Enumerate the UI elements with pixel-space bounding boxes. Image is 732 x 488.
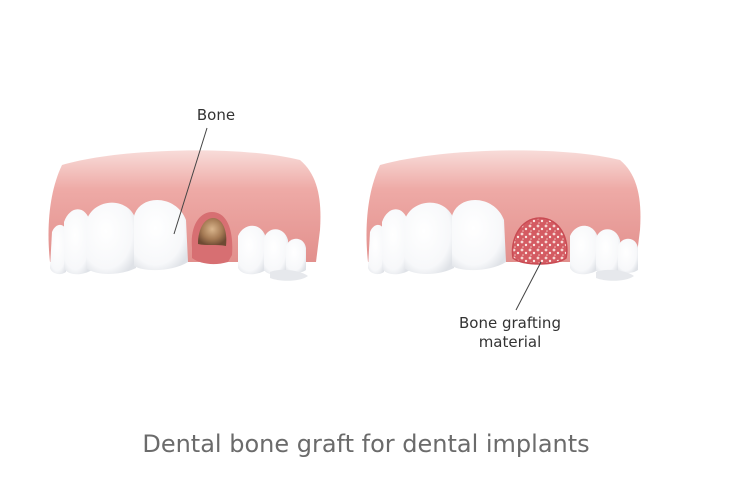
- tooth: [452, 199, 506, 271]
- lower-tooth-edge: [270, 269, 308, 281]
- bone-socket-icon: [198, 218, 227, 246]
- tooth: [404, 202, 454, 274]
- graft-label-line2: material: [478, 333, 542, 351]
- tooth: [264, 229, 288, 275]
- tooth: [570, 225, 598, 275]
- graft-leader-line: [515, 261, 542, 311]
- graft-label-line1: Bone grafting: [459, 314, 561, 332]
- figure-caption: Dental bone graft for dental implants: [142, 430, 590, 458]
- bone-label: Bone: [196, 106, 236, 124]
- bone-leader-line: [173, 127, 208, 235]
- left-jaw: [48, 150, 321, 281]
- tooth: [64, 209, 92, 275]
- right-jaw: [366, 150, 641, 281]
- tooth: [286, 238, 306, 273]
- tooth: [382, 209, 410, 275]
- tooth: [238, 225, 266, 275]
- tooth: [368, 224, 386, 275]
- tooth: [134, 199, 188, 271]
- tooth: [50, 224, 68, 275]
- bone-graft-icon: [511, 217, 568, 265]
- tooth: [596, 229, 620, 275]
- lower-tooth-edge: [596, 269, 634, 281]
- tooth: [618, 238, 638, 273]
- tooth: [86, 202, 136, 274]
- graft-label: Bone grafting material: [430, 314, 590, 352]
